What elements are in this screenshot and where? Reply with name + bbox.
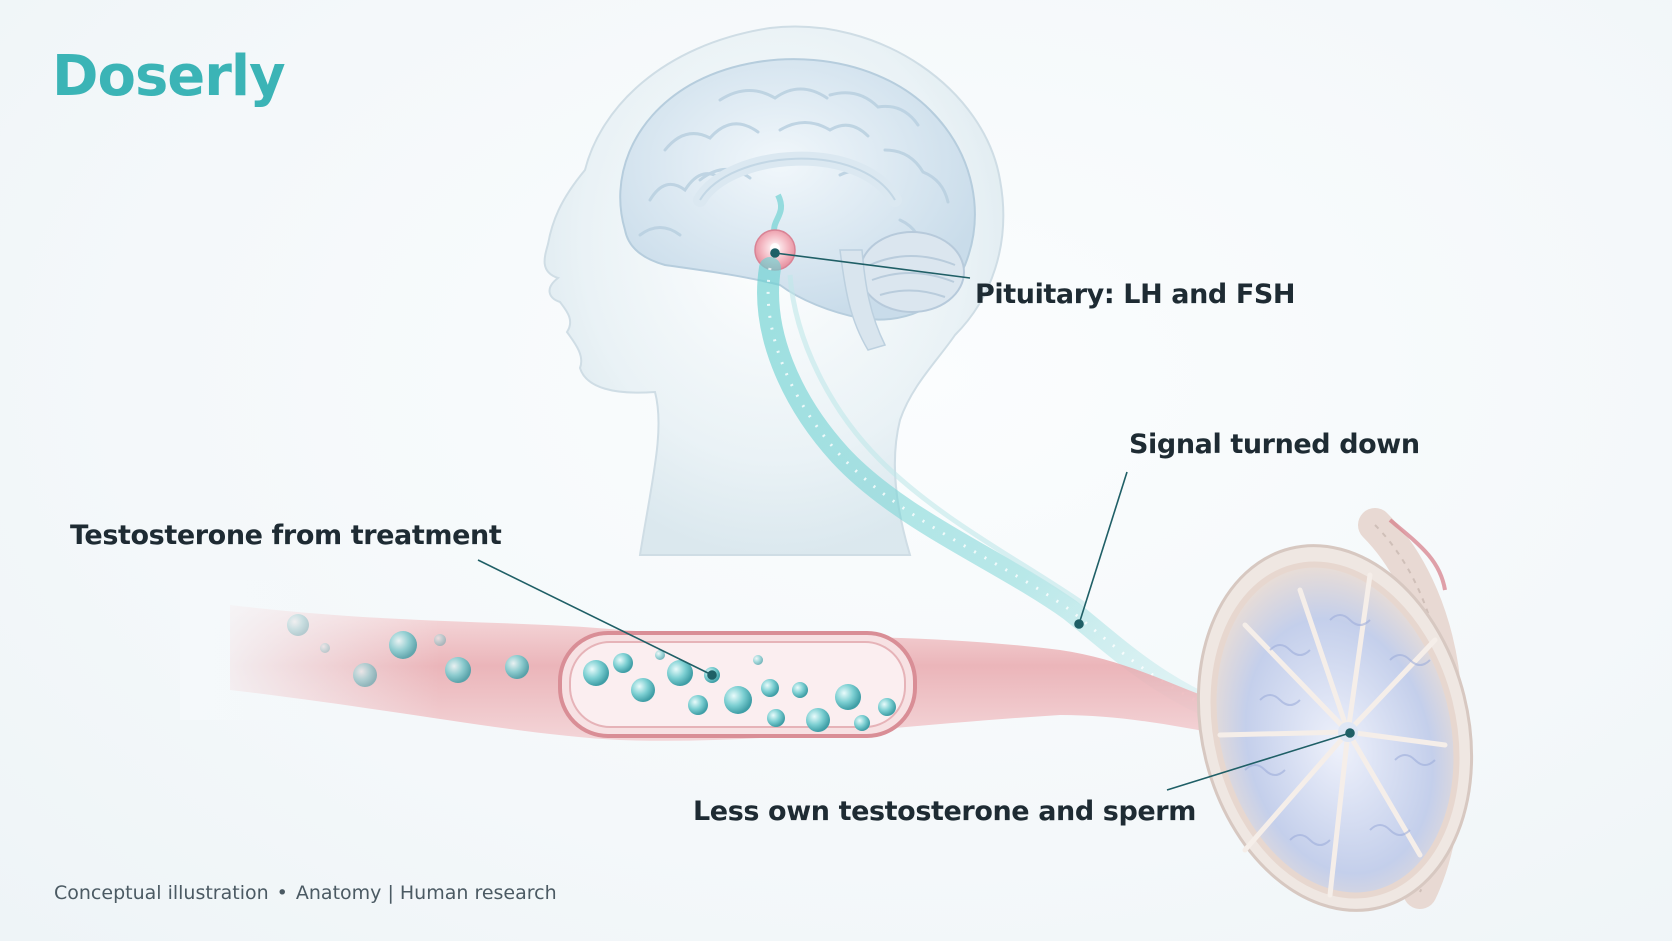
- label-signal: Signal turned down: [1129, 429, 1420, 460]
- label-less-own: Less own testosterone and sperm: [693, 796, 1196, 827]
- leader-testosterone: [477, 559, 717, 680]
- footer-part1: Conceptual illustration: [54, 882, 269, 904]
- label-testosterone-treatment: Testosterone from treatment: [70, 520, 502, 551]
- leader-pituitary: [770, 248, 971, 279]
- signal-pathway: [757, 257, 1271, 736]
- testosterone-particles: [287, 614, 896, 732]
- leader-lines: [477, 248, 1355, 791]
- brain: [619, 58, 976, 351]
- footer-part2: Anatomy | Human research: [295, 882, 557, 904]
- blood-vessel: [180, 580, 1230, 741]
- leader-less-own: [1166, 728, 1355, 791]
- footer-caption: Conceptual illustration • Anatomy | Human …: [54, 882, 557, 904]
- brand-logo: Doserly: [52, 44, 286, 109]
- label-pituitary: Pituitary: LH and FSH: [975, 279, 1296, 310]
- leader-signal: [1074, 471, 1128, 629]
- footer-separator: •: [276, 882, 288, 904]
- testis-cross-section: [1196, 508, 1474, 912]
